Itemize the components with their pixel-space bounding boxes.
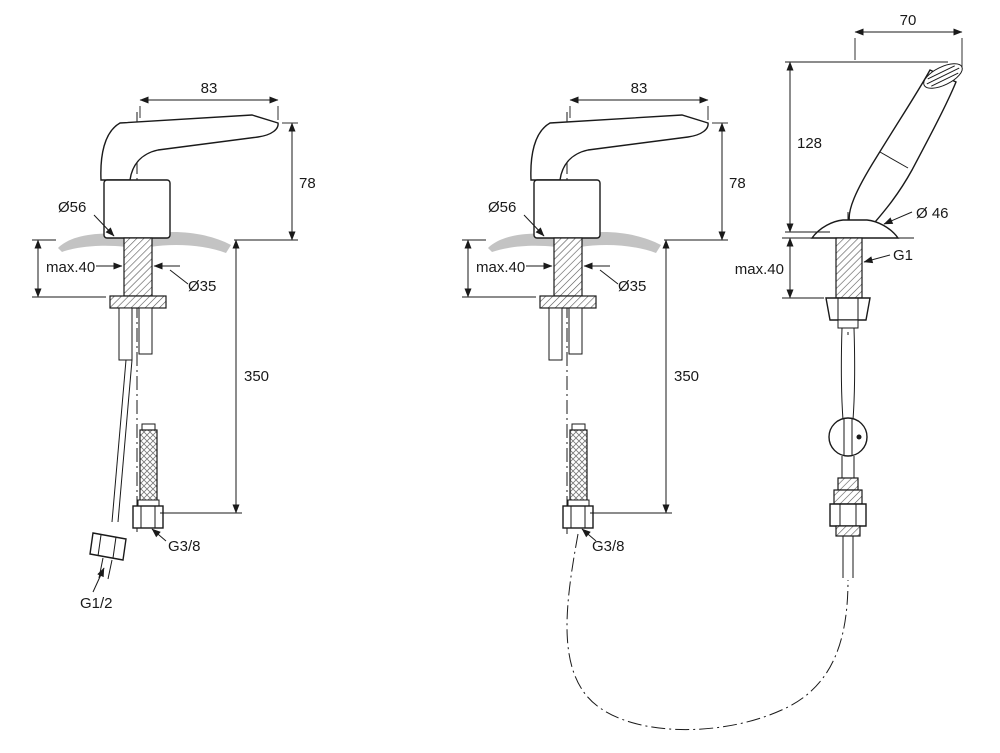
left-faucet-body (89, 114, 279, 580)
middle-dim-hose-thread-label: G3/8 (592, 538, 625, 555)
middle-dim-base-dia-label: Ø56 (488, 199, 516, 216)
left-faucet-dimensions: 83 78 Ø56 max.40 Ø35 350 G3/8 (32, 80, 316, 612)
middle-flex-hose (569, 429, 588, 505)
shower-threaded-shank (835, 237, 863, 299)
shower-mounting-nut (825, 297, 871, 329)
shower-hose-curve (566, 533, 849, 731)
left-dim-base-dia-label: Ø56 (58, 199, 86, 216)
middle-faucet-dimensions: 83 78 Ø56 max.40 Ø35 350 G3/8 (462, 80, 746, 555)
middle-supply-tube-a (548, 307, 563, 361)
shower-dim-height-label: 128 (797, 135, 822, 152)
middle-dim-hole-dia-label: Ø35 (618, 278, 646, 295)
left-dim-height-label: 78 (299, 175, 316, 192)
shower-hose-adapter (829, 477, 867, 578)
middle-mounting-washer (539, 295, 597, 309)
shower-dim-head-dia-label: Ø 46 (916, 205, 949, 222)
left-threaded-shank (123, 237, 153, 297)
left-dim-maxdeck-label: max.40 (46, 259, 95, 276)
left-faucet-view: 83 78 Ø56 max.40 Ø35 350 G3/8 (32, 80, 316, 612)
middle-dim-maxdeck-label: max.40 (476, 259, 525, 276)
left-supply-pipe-g12 (89, 359, 133, 580)
middle-dim-height-label: 78 (729, 175, 746, 192)
middle-faucet-body (530, 114, 709, 529)
hand-shower-dimensions: 70 128 Ø 46 G1 max.40 (735, 12, 963, 299)
left-dim-hose-length-label: 350 (244, 368, 269, 385)
left-dim-width-label: 83 (201, 80, 218, 97)
hand-shower-view: 70 128 Ø 46 G1 max.40 (735, 12, 963, 578)
hand-shower-body (796, 63, 963, 578)
left-flex-hose (139, 429, 158, 505)
left-hose-nut (132, 499, 164, 529)
shower-dim-thread-label: G1 (893, 247, 913, 264)
shower-dim-maxdeck-label: max.40 (735, 261, 784, 278)
left-dim-hose-thread-label: G3/8 (168, 538, 201, 555)
left-mounting-washer (109, 295, 167, 309)
middle-threaded-shank (553, 237, 583, 297)
left-dim-hole-dia-label: Ø35 (188, 278, 216, 295)
shower-hose-ball-joint (828, 417, 868, 457)
middle-faucet-view: 83 78 Ø56 max.40 Ø35 350 G3/8 (462, 80, 746, 555)
shower-escutcheon (810, 219, 900, 239)
shower-dim-offset-label: 70 (900, 12, 917, 29)
middle-dim-hose-length-label: 350 (674, 368, 699, 385)
middle-dim-width-label: 83 (631, 80, 648, 97)
middle-supply-tube-b (568, 307, 583, 355)
left-supply-tube-a (118, 307, 133, 361)
left-dim-supply-thread-label: G1/2 (80, 595, 113, 612)
left-supply-tube-b (138, 307, 153, 355)
middle-hose-nut (562, 499, 594, 529)
